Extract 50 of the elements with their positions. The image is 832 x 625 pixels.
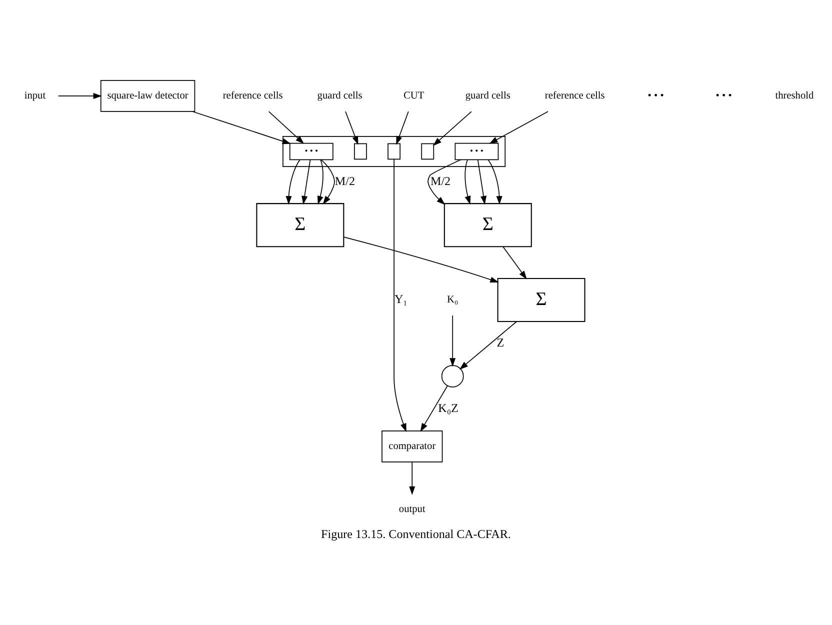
arrow [344, 236, 499, 283]
node-text: K₀ [447, 294, 458, 306]
edge-label: Y₁ [394, 292, 408, 306]
arrow [192, 111, 291, 144]
arrow [345, 111, 358, 145]
node-text: CUT [404, 90, 424, 102]
edge-label: M/2 [334, 174, 356, 188]
node-box: • • • [454, 142, 499, 160]
node-box: Σ [497, 278, 586, 322]
node-box: square-law detector [100, 80, 196, 112]
arrow [286, 159, 300, 205]
node-circle [441, 365, 464, 388]
arrow [320, 159, 335, 205]
node-text: reference cells [222, 90, 283, 102]
node-box: comparator [382, 430, 443, 462]
arrow [394, 159, 406, 432]
arrow [432, 111, 472, 146]
arrow [489, 111, 548, 144]
node-text: guard cells [465, 90, 510, 102]
node-box [388, 143, 400, 160]
label: • • • [648, 90, 664, 102]
node-box: • • • [289, 142, 334, 160]
arrow [409, 462, 416, 496]
node-text: output [398, 504, 426, 515]
label: threshold [775, 90, 814, 102]
arrow [502, 246, 527, 280]
caption: Figure 13.15. Conventional CA-CFAR. [321, 526, 511, 541]
node-box [421, 143, 434, 160]
arrow [317, 159, 324, 205]
edge-label: M/2 [430, 174, 451, 188]
edge-label: Z [496, 336, 504, 350]
arrow [396, 111, 409, 145]
node-box: Σ [256, 203, 344, 248]
edge-label: K₀Z [438, 401, 458, 416]
arrow [268, 111, 304, 144]
arrow [450, 315, 456, 367]
node-box [354, 143, 367, 160]
arrow [464, 159, 471, 205]
node-text: reference cells [544, 90, 605, 102]
node-text: guard cells [317, 90, 362, 102]
arrow [477, 159, 486, 205]
label: • • • [716, 90, 732, 102]
node-text: input [24, 90, 46, 102]
arrow [58, 92, 102, 99]
arrow [420, 385, 448, 432]
arrow [428, 159, 462, 205]
node-box: Σ [444, 203, 532, 248]
arrow [459, 321, 517, 370]
arrow [488, 159, 502, 205]
arrow [302, 159, 311, 205]
